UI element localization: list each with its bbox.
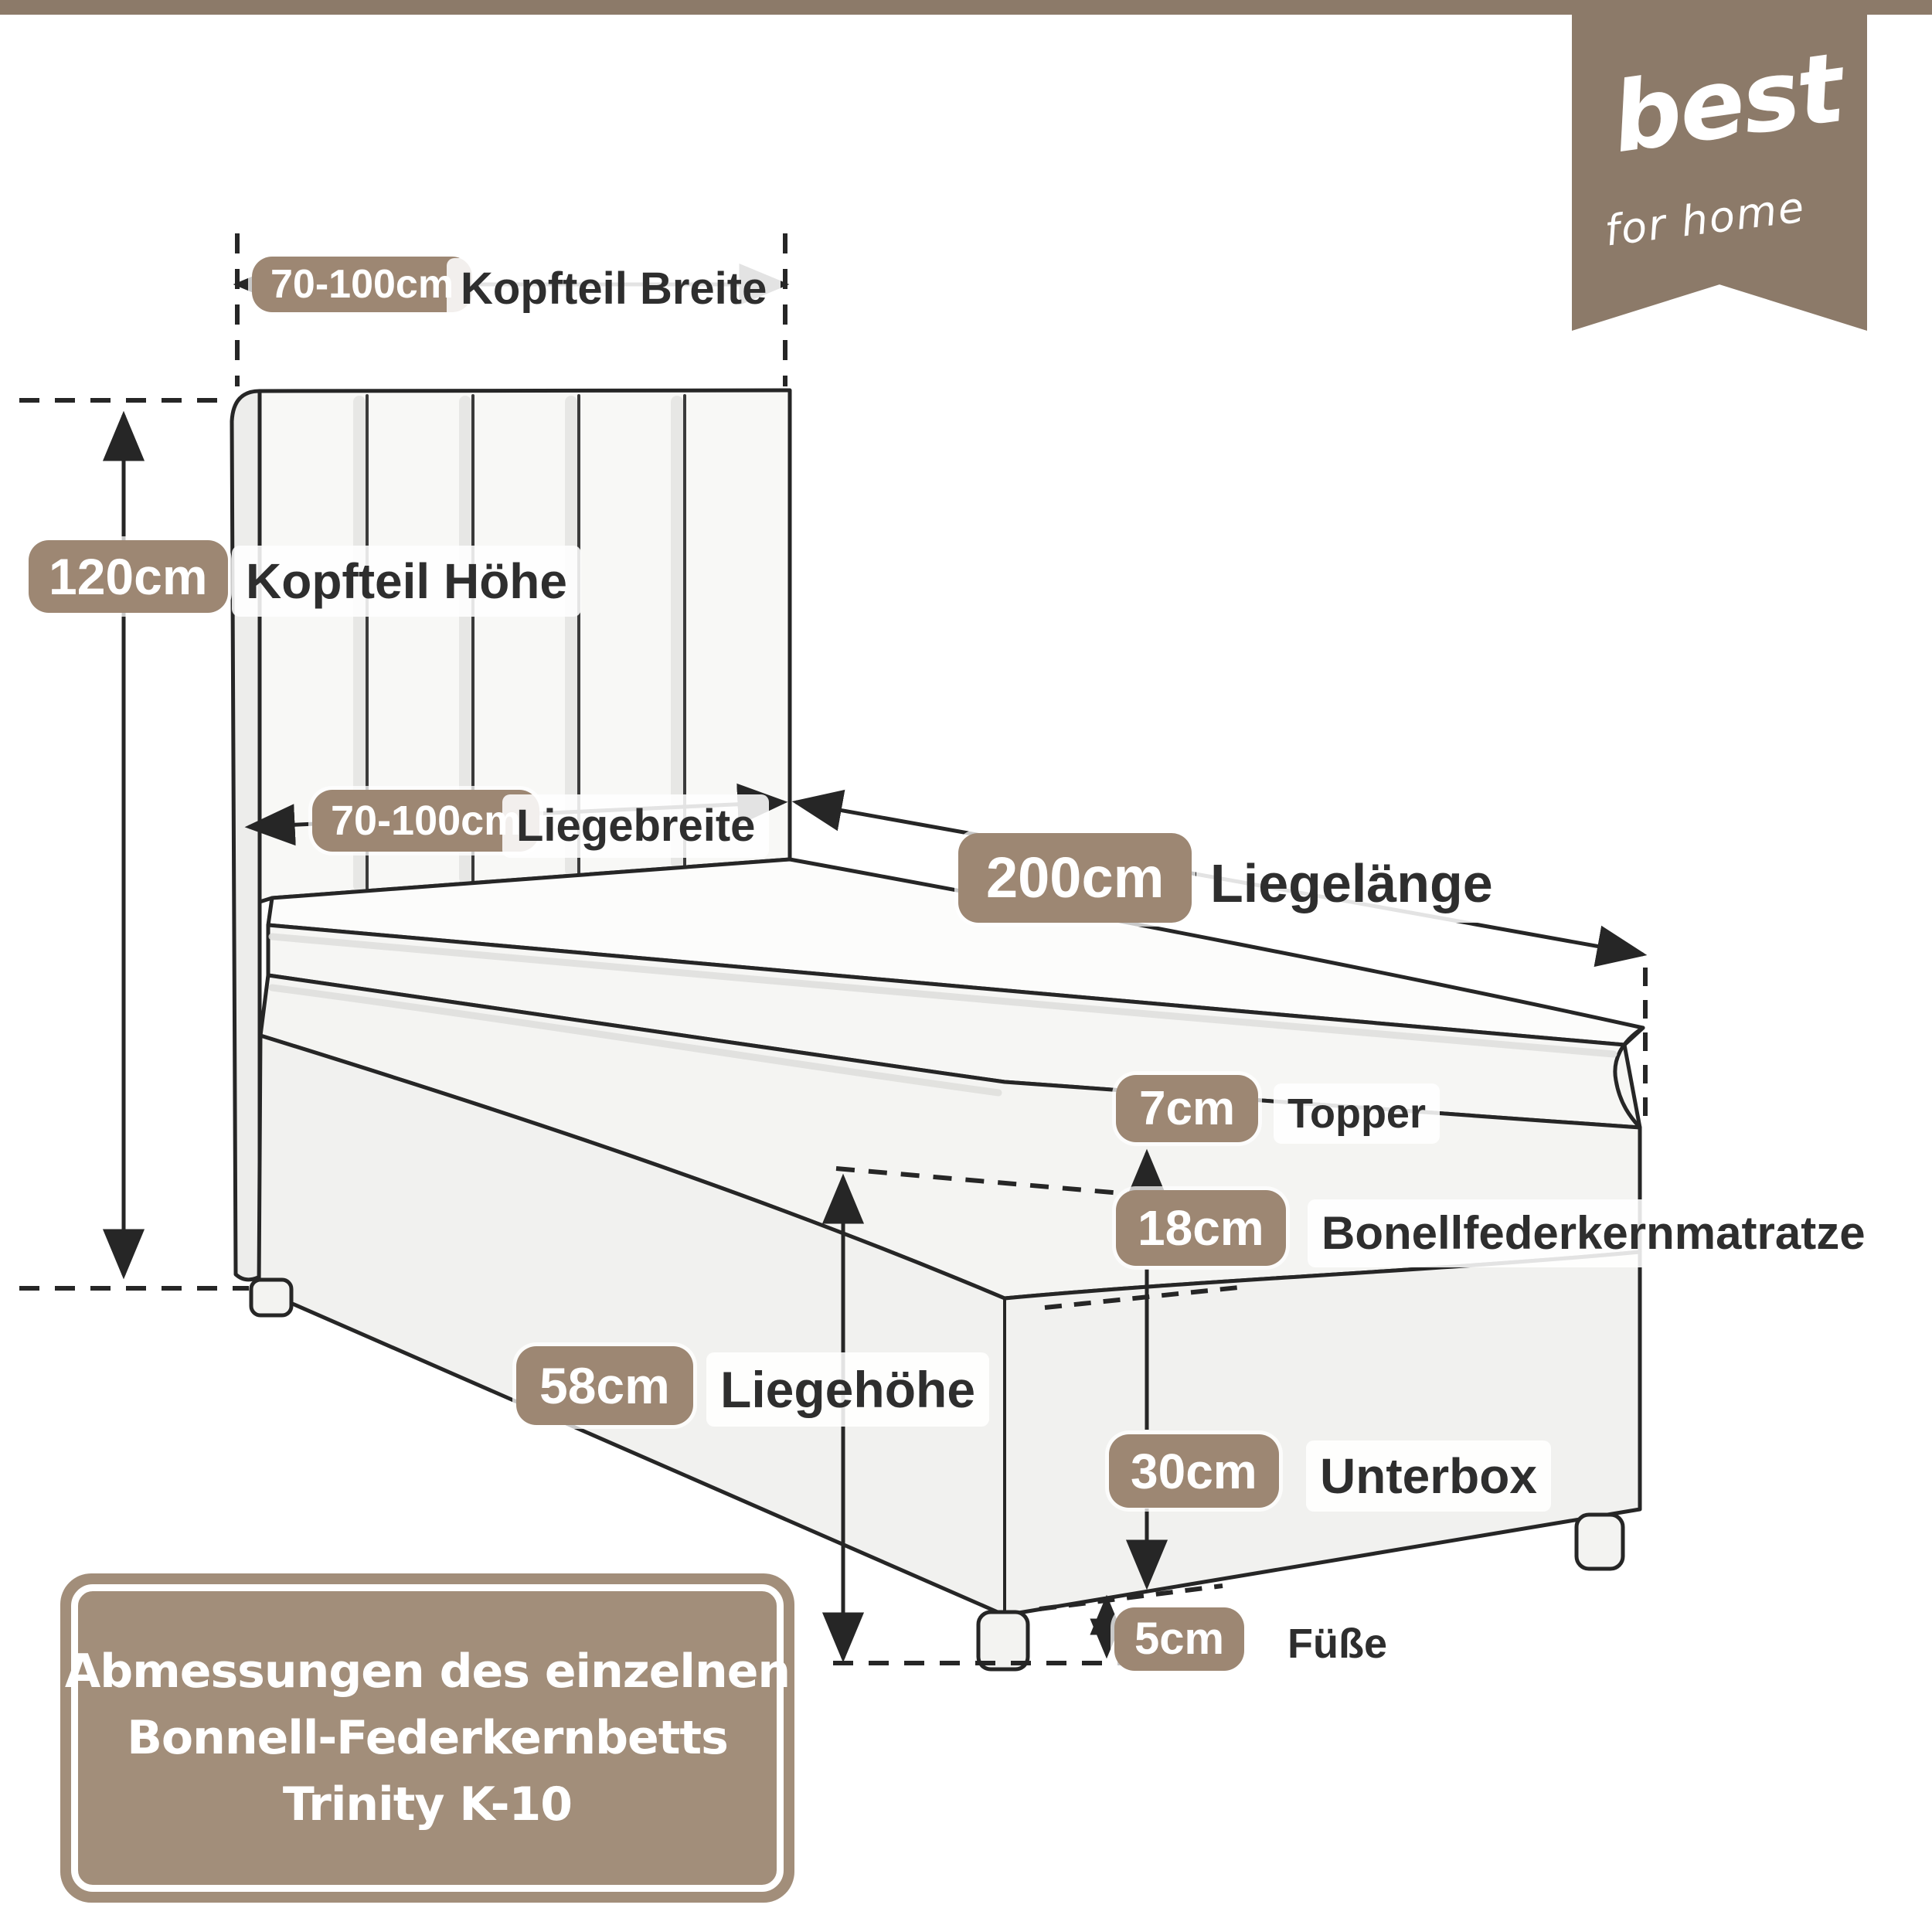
brand-ribbon: best for home xyxy=(1572,0,1867,331)
top-accent-bar xyxy=(0,0,1932,15)
badge-topper: 7cm xyxy=(1116,1075,1259,1142)
label-liegebreite: Liegebreite xyxy=(502,794,770,858)
badge-liegebreite: 70-100cm xyxy=(312,790,540,852)
label-liegehoehe: Liegehöhe xyxy=(706,1352,990,1427)
badge-kopfteil-hoehe: 120cm xyxy=(29,540,228,613)
label-fuesse: Füße xyxy=(1274,1614,1401,1674)
badge-fuesse: 5cm xyxy=(1114,1607,1245,1671)
label-kopfteil-breite: Kopfteil Breite xyxy=(447,258,781,320)
badge-matratze: 18cm xyxy=(1116,1190,1286,1266)
label-matratze: Bonellfederkernmatratze xyxy=(1308,1199,1879,1267)
info-line-2: Bonnell-Federkernbetts xyxy=(127,1711,729,1765)
badge-kopfteil-breite: 70-100cm xyxy=(252,257,473,312)
info-line-3: Trinity K-10 xyxy=(282,1777,573,1832)
info-line-1: Abmessungen des einzelnen xyxy=(64,1645,791,1699)
label-kopfteil-hoehe: Kopfteil Höhe xyxy=(232,546,581,617)
label-unterbox: Unterbox xyxy=(1306,1440,1551,1512)
label-topper: Topper xyxy=(1274,1083,1440,1144)
label-liegelaenge: Liegelänge xyxy=(1196,844,1507,923)
badge-liegehoehe: 58cm xyxy=(516,1346,693,1425)
badge-unterbox: 30cm xyxy=(1109,1434,1279,1508)
product-info-box: Abmessungen des einzelnen Bonnell-Federk… xyxy=(60,1573,794,1903)
badge-liegelaenge: 200cm xyxy=(958,833,1192,923)
